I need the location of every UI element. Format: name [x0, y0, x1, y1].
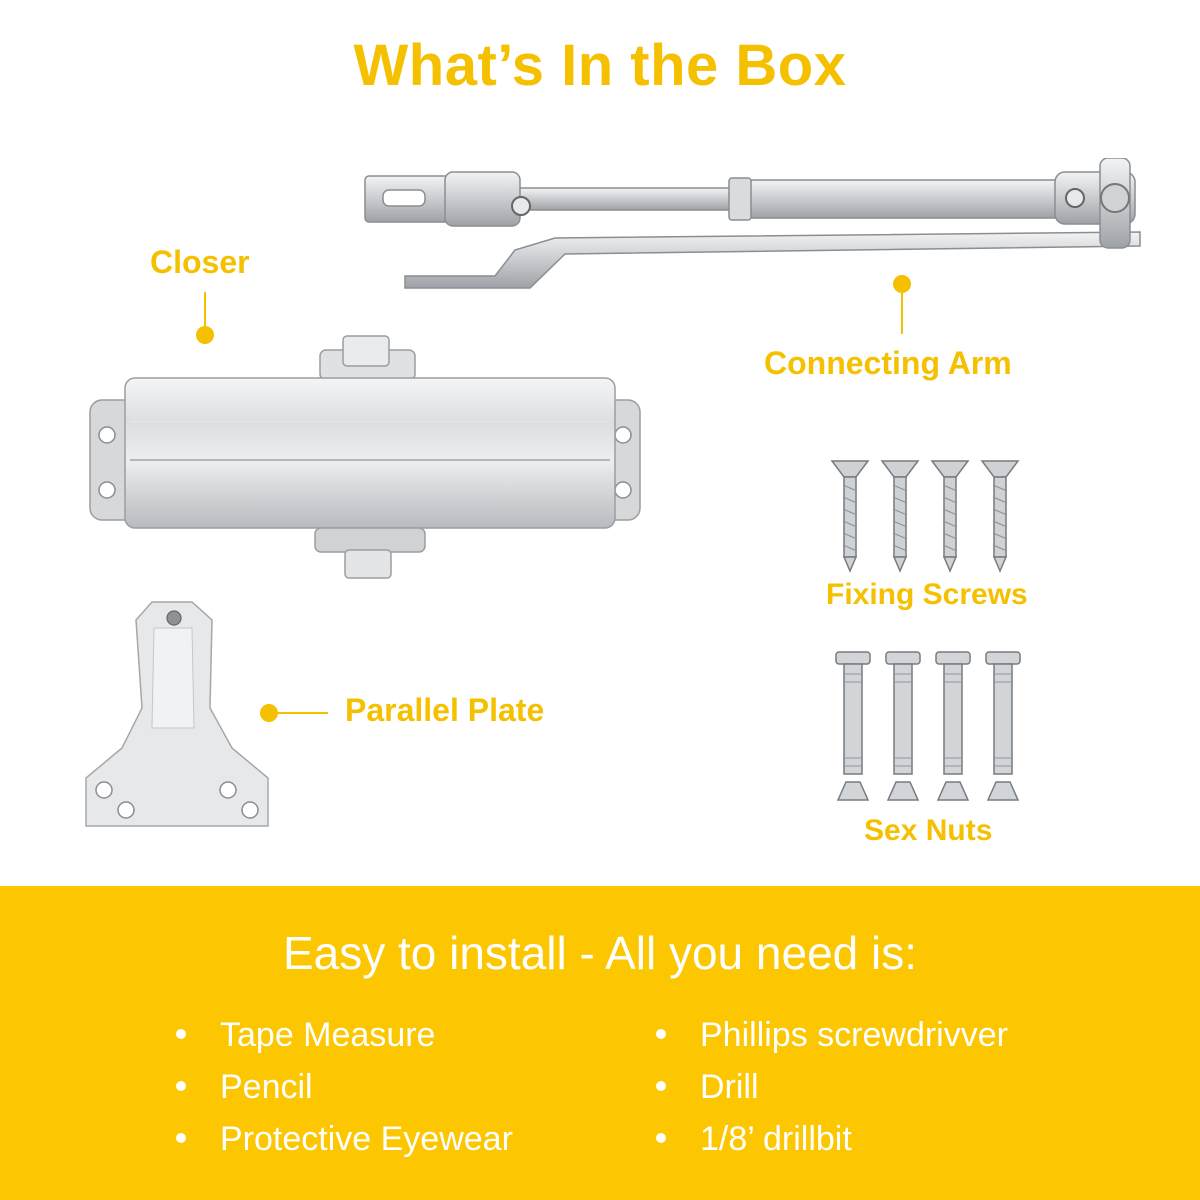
bullet-icon	[176, 1133, 186, 1144]
tool-item: Drill	[656, 1068, 759, 1107]
parallel-plate-label: Parallel Plate	[345, 692, 545, 728]
bullet-icon	[176, 1081, 186, 1092]
tool-label: Protective Eyewear	[220, 1120, 513, 1158]
fixing-screws-label: Fixing Screws	[826, 578, 1028, 611]
plate-pointer-dot	[260, 704, 278, 722]
closer-image	[89, 335, 641, 579]
sex-nuts-image	[835, 651, 1021, 801]
closer-pointer-line	[204, 292, 206, 328]
bullet-icon	[656, 1133, 666, 1144]
tool-item: 1/8’ drillbit	[656, 1120, 852, 1159]
tool-label: Phillips screwdrivver	[700, 1016, 1008, 1054]
closer-label: Closer	[150, 244, 250, 280]
tool-label: Tape Measure	[220, 1016, 436, 1054]
fixing-screws-image	[830, 460, 1020, 573]
bullet-icon	[656, 1029, 666, 1040]
connecting-arm-image	[364, 158, 1141, 289]
install-heading: Easy to install - All you need is:	[282, 927, 918, 979]
sex-nuts-label: Sex Nuts	[864, 814, 993, 847]
plate-pointer-line	[276, 712, 328, 714]
tool-item: Pencil	[176, 1068, 313, 1107]
tool-item: Tape Measure	[176, 1016, 435, 1055]
arm-pointer-dot	[893, 275, 911, 293]
install-banner: Easy to install - All you need is: Tape …	[0, 886, 1200, 1200]
arm-pointer-line	[901, 290, 903, 334]
tool-item: Protective Eyewear	[176, 1120, 513, 1159]
tool-label: Drill	[700, 1068, 759, 1106]
bullet-icon	[176, 1029, 186, 1040]
tool-label: Pencil	[220, 1068, 313, 1106]
page-title: What’s In the Box	[353, 33, 847, 98]
tool-label: 1/8’ drillbit	[700, 1120, 852, 1158]
closer-pointer-dot	[196, 326, 214, 344]
tool-item: Phillips screwdrivver	[656, 1016, 1008, 1055]
connecting-arm-label: Connecting Arm	[764, 345, 1012, 381]
bullet-icon	[656, 1081, 666, 1092]
parallel-plate-image	[85, 601, 269, 827]
